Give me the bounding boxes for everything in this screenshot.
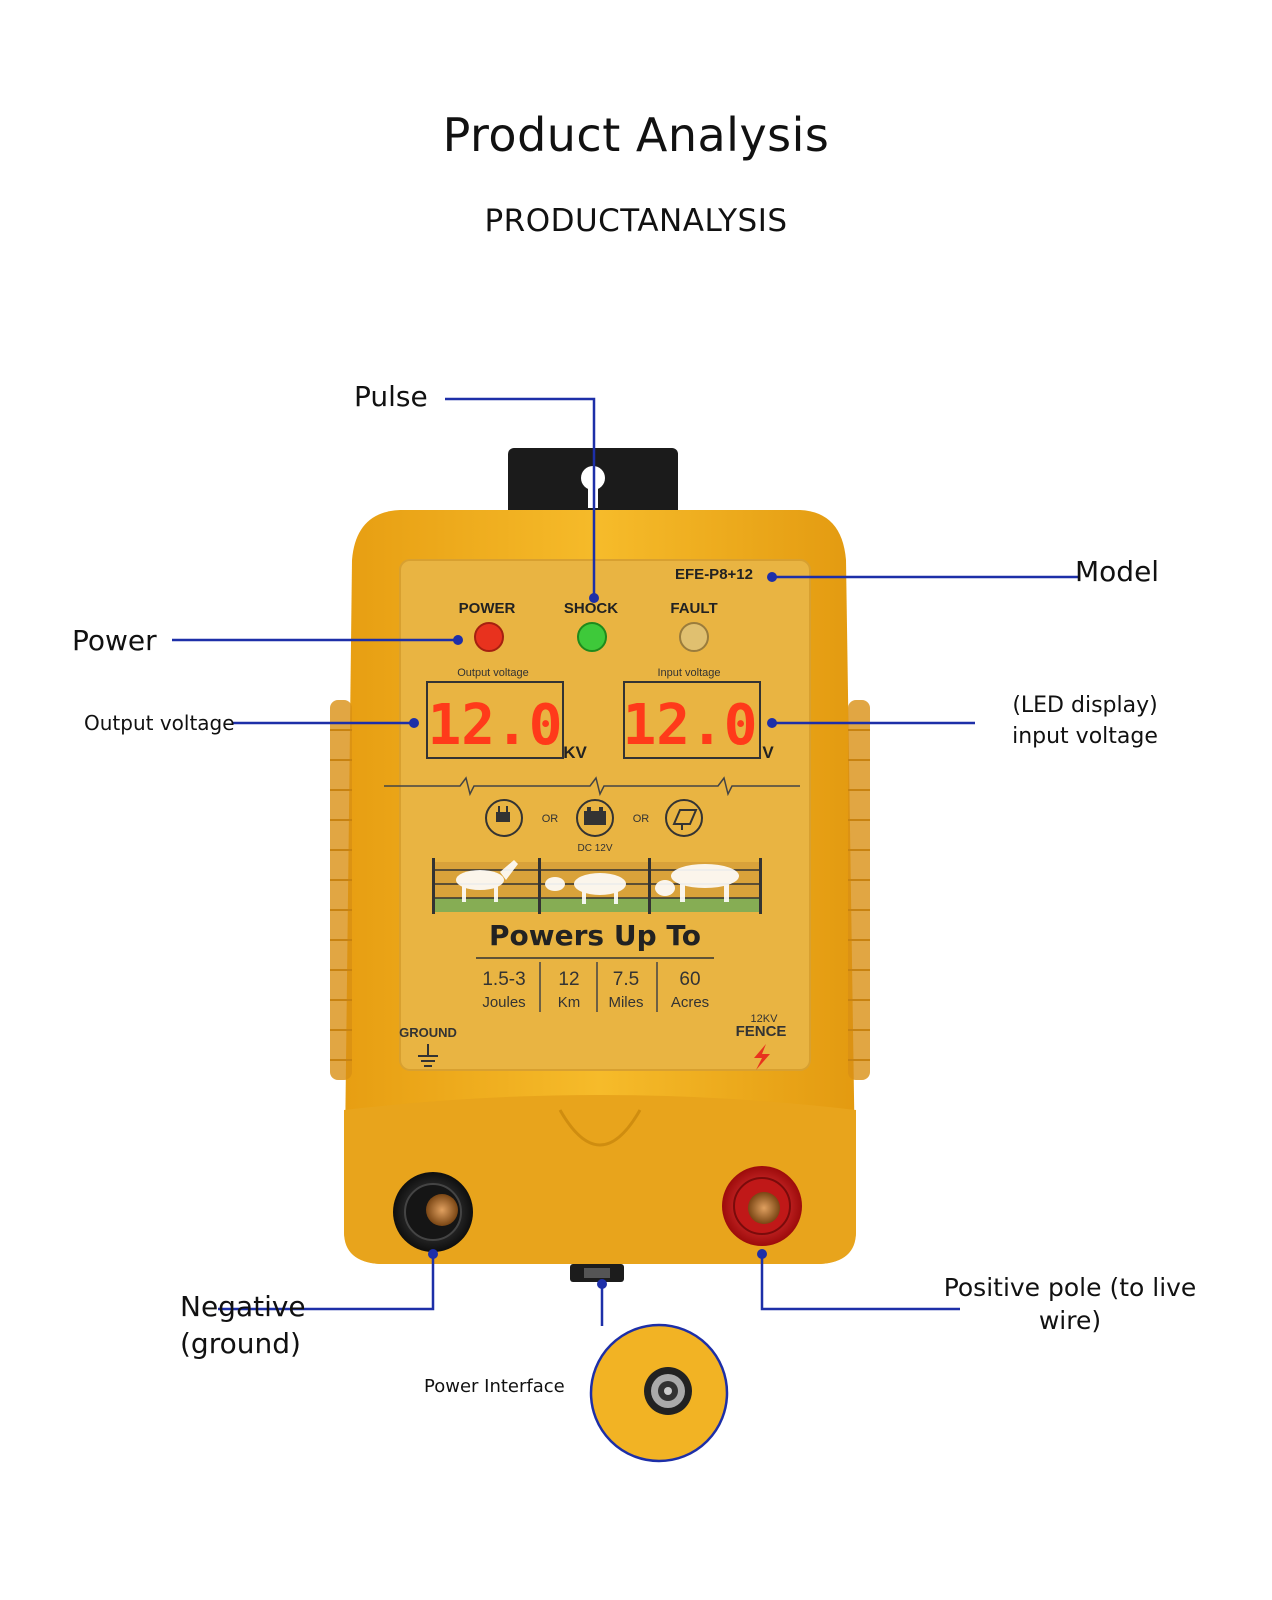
model-number: EFE-P8+12: [675, 566, 753, 583]
powers-up-to-heading: Powers Up To: [489, 919, 701, 952]
source-or-1: OR: [542, 813, 559, 825]
battery-icon: [576, 799, 614, 837]
page-subtitle: PRODUCTANALYSIS: [484, 203, 788, 239]
callout-negative-line1: Negative: [180, 1290, 306, 1323]
output-voltage-value: 12.0: [428, 693, 563, 758]
shock-indicator-label: SHOCK: [564, 600, 618, 617]
page-title: Product Analysis: [442, 108, 830, 162]
input-voltage-value: 12.0: [623, 693, 758, 758]
callout-led-display-line2: input voltage: [1012, 724, 1158, 749]
callout-model: Model: [1075, 555, 1160, 588]
livestock-fence-illustration: [432, 858, 762, 914]
spec-grid: [539, 962, 658, 1012]
dc-voltage-label: DC 12V: [577, 843, 612, 854]
ground-symbol-icon: [418, 1044, 438, 1067]
spec-km-value: 12: [558, 969, 579, 990]
fence-label: FENCE: [736, 1023, 787, 1040]
callout-pulse: Pulse: [354, 380, 428, 413]
spec-km-unit: Km: [558, 994, 581, 1011]
callout-positive-line1: Positive pole (to live: [943, 1273, 1197, 1302]
spec-joules-unit: Joules: [482, 994, 525, 1011]
power-indicator-label: POWER: [459, 600, 516, 617]
spec-miles-unit: Miles: [608, 994, 643, 1011]
callout-led-display-line1: (LED display): [1012, 693, 1158, 718]
shock-led: [577, 622, 607, 652]
output-voltage-display: 12.0: [426, 681, 564, 759]
callout-power: Power: [72, 624, 157, 657]
callout-positive-line2: wire): [1038, 1306, 1102, 1335]
power-led: [474, 622, 504, 652]
ac-plug-icon: [485, 799, 523, 837]
spec-joules-value: 1.5-3: [482, 969, 525, 990]
output-display-caption: Output voltage: [457, 667, 529, 679]
fault-led: [679, 622, 709, 652]
source-or-2: OR: [633, 813, 650, 825]
lightning-bolt-icon: [754, 1044, 770, 1070]
negative-terminal: [393, 1172, 473, 1252]
power-jack: [570, 1264, 624, 1282]
spec-acres-value: 60: [679, 969, 700, 990]
input-display-caption: Input voltage: [658, 667, 721, 679]
power-interface-zoom: [589, 1323, 729, 1463]
input-voltage-display: 12.0: [623, 681, 761, 759]
pulse-wave-line: [384, 776, 800, 797]
callout-output-voltage: Output voltage: [84, 711, 235, 735]
spec-miles-value: 7.5: [613, 969, 639, 990]
spec-acres-unit: Acres: [671, 994, 709, 1011]
solar-panel-icon: [665, 799, 703, 837]
fence-kv-label: 12KV: [751, 1013, 779, 1025]
callout-lines: [172, 397, 1080, 1326]
callout-dots: [409, 572, 777, 1289]
fault-indicator-label: FAULT: [670, 600, 717, 617]
callout-power-interface: Power Interface: [424, 1376, 565, 1397]
callout-negative-line2: (ground): [180, 1327, 301, 1360]
output-voltage-unit: KV: [563, 743, 587, 762]
input-voltage-unit: V: [762, 743, 774, 762]
positive-terminal: [722, 1166, 802, 1246]
ground-label: GROUND: [399, 1025, 457, 1040]
